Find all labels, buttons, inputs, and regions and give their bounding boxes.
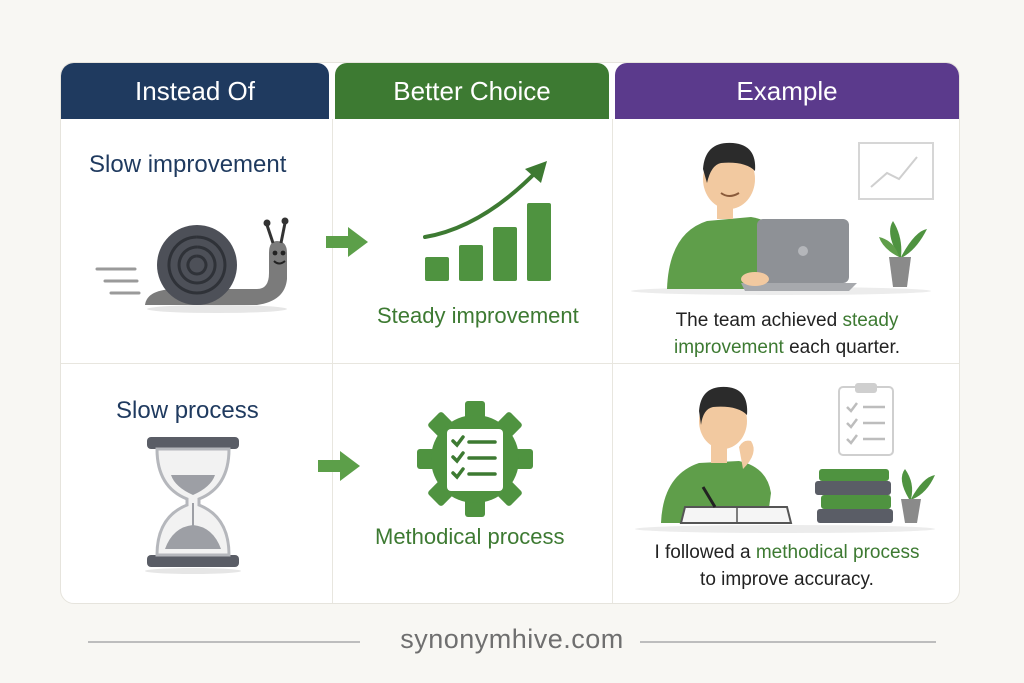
column-divider [332,119,333,603]
footer-divider-left [88,641,360,643]
person-laptop-icon [631,142,934,295]
row1-better-choice: Steady improvement [377,303,579,328]
gear-checklist-icon [417,401,533,517]
header-better-choice: Better Choice [335,63,609,119]
arrow-right-icon [326,227,368,257]
rising-bar-chart-icon [423,161,551,281]
arrow-right-icon [318,451,360,481]
row2-instead-of: Slow process [116,397,259,424]
row1-example: The team achieved steady improvement eac… [673,310,901,358]
row2-example: I followed a methodical process to impro… [654,542,920,590]
hourglass-icon [145,437,241,574]
row2-better-choice: Methodical process [375,524,565,549]
column-divider [612,119,613,603]
person-writing-icon [635,383,935,533]
row-divider [61,363,959,364]
header-example: Example [615,63,959,119]
snail-icon [95,217,289,313]
footer-site-name: synonymhive.com [400,624,624,654]
footer-divider-right [640,641,936,643]
header-instead-of: Instead Of [61,63,329,119]
comparison-table: Instead Of Better Choice Example Slow im… [60,62,960,604]
row1-instead-of: Slow improvement [89,151,287,178]
